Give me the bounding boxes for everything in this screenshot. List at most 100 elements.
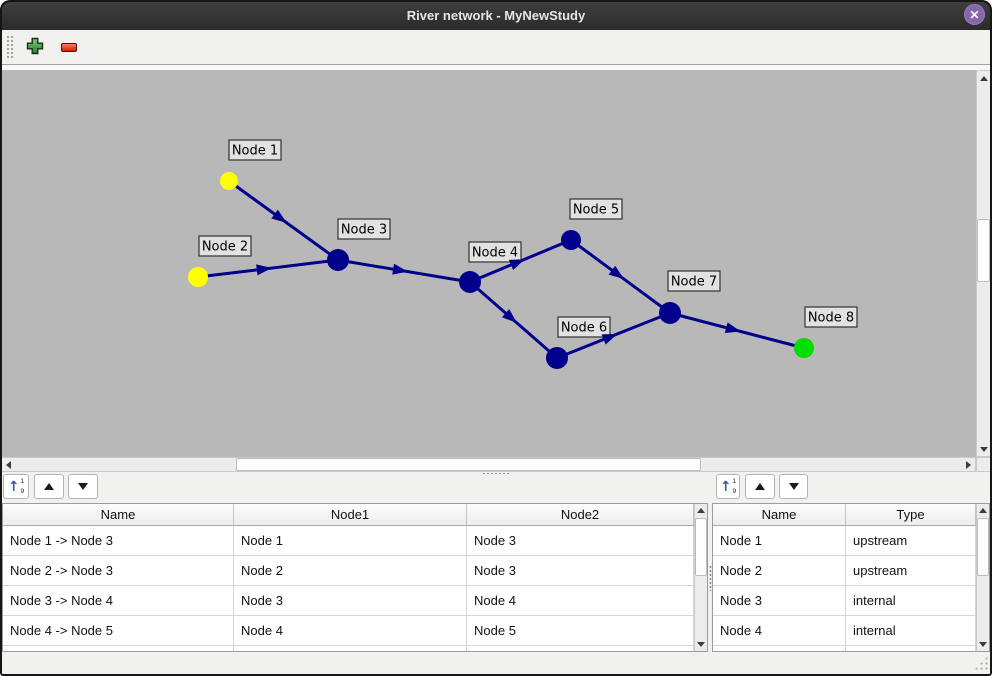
left-arrow-icon	[5, 460, 11, 469]
flow-arrow-icon	[724, 322, 741, 334]
canvas-hscrollbar[interactable]	[0, 457, 976, 472]
column-header-type[interactable]: Type	[846, 504, 976, 525]
scroll-left-button[interactable]	[1, 458, 15, 471]
toolbar-drag-handle[interactable]	[6, 35, 14, 59]
links-move-up-button[interactable]	[34, 474, 64, 499]
table-cell: Node 4	[234, 616, 467, 646]
remove-button[interactable]	[56, 34, 82, 60]
canvas-vscrollbar[interactable]	[976, 70, 991, 457]
nodes-move-down-button[interactable]	[779, 474, 808, 499]
table-cell: Node 5	[467, 616, 694, 646]
table-cell: Node 4	[713, 616, 846, 646]
tables-splitter[interactable]	[708, 503, 712, 652]
column-header-node1[interactable]: Node1	[234, 504, 467, 525]
hscroll-thumb[interactable]	[236, 458, 701, 471]
down-arrow-icon	[979, 642, 987, 647]
scroll-right-button[interactable]	[961, 458, 975, 471]
links-table-scrollbar[interactable]	[694, 504, 707, 651]
resize-grip[interactable]	[974, 656, 988, 670]
node-label-text: Node 7	[671, 275, 717, 290]
node-circle-node-1[interactable]	[220, 172, 238, 190]
add-button[interactable]	[22, 34, 48, 60]
down-triangle-icon	[78, 483, 88, 490]
vscroll-thumb[interactable]	[977, 219, 990, 282]
table-cell: Node 3	[467, 556, 694, 586]
main-toolbar	[0, 30, 992, 65]
node-label-text: Node 5	[573, 203, 619, 218]
close-icon: ✕	[969, 7, 980, 22]
toolbar-separator	[0, 65, 992, 70]
status-bar	[0, 652, 992, 674]
node-circle-node-6[interactable]	[546, 347, 568, 369]
scroll-up-button[interactable]	[977, 71, 990, 85]
node-label-text: Node 1	[232, 144, 278, 159]
window-title: River network - MyNewStudy	[406, 7, 586, 23]
node-label-box[interactable]	[468, 241, 522, 263]
node-circle-node-7[interactable]	[659, 302, 681, 324]
nodes-move-up-button[interactable]	[745, 474, 775, 499]
nodes-scroll-thumb[interactable]	[977, 518, 989, 576]
up-triangle-icon	[755, 483, 765, 490]
node-circle-node-8[interactable]	[794, 338, 814, 358]
node-circle-node-5[interactable]	[561, 230, 581, 250]
table-cell	[234, 646, 467, 651]
links-scroll-thumb[interactable]	[695, 518, 707, 576]
node-label-box[interactable]	[804, 306, 858, 328]
table-row[interactable]	[713, 646, 976, 651]
node-circle-node-4[interactable]	[459, 271, 481, 293]
scroll-up-button[interactable]	[977, 504, 989, 517]
panel-splitter[interactable]	[0, 471, 992, 475]
links-move-down-button[interactable]	[68, 474, 98, 499]
column-header-name[interactable]: Name	[3, 504, 234, 525]
down-arrow-icon	[697, 642, 705, 647]
scrollbar-corner	[976, 457, 991, 472]
column-header-name[interactable]: Name	[713, 504, 846, 525]
table-cell: Node 1	[713, 526, 846, 556]
node-circle-node-2[interactable]	[188, 267, 208, 287]
table-row[interactable]	[3, 646, 694, 651]
table-cell	[713, 646, 846, 651]
up-arrow-icon	[979, 508, 987, 513]
node-label-box[interactable]	[557, 316, 611, 338]
table-cell: Node 2	[713, 556, 846, 586]
table-cell: internal	[846, 586, 976, 616]
table-cell: Node 2 -> Node 3	[3, 556, 234, 586]
scroll-down-button[interactable]	[695, 638, 707, 651]
flow-arrow-icon	[271, 209, 287, 223]
titlebar[interactable]: River network - MyNewStudy ✕	[0, 0, 992, 30]
node-label-box[interactable]	[228, 139, 282, 161]
node-label-text: Node 8	[808, 311, 854, 326]
column-header-node2[interactable]: Node2	[467, 504, 694, 525]
scroll-down-button[interactable]	[977, 638, 989, 651]
nodes-table-scrollbar[interactable]	[976, 504, 989, 651]
node-label-box[interactable]	[667, 270, 721, 292]
node-label-box[interactable]	[569, 198, 623, 220]
flow-arrow-icon	[601, 333, 618, 345]
node-label-box[interactable]	[337, 218, 391, 240]
table-cell	[467, 646, 694, 651]
table-cell	[3, 646, 234, 651]
node-circle-node-3[interactable]	[327, 249, 349, 271]
scroll-up-button[interactable]	[695, 504, 707, 517]
node-label-text: Node 6	[561, 321, 607, 336]
scroll-down-button[interactable]	[977, 442, 990, 456]
flow-arrow-icon	[608, 265, 624, 280]
node-label-box[interactable]	[198, 235, 252, 257]
close-button[interactable]: ✕	[964, 4, 985, 25]
table-cell: internal	[846, 616, 976, 646]
node-label-text: Node 4	[472, 246, 518, 261]
